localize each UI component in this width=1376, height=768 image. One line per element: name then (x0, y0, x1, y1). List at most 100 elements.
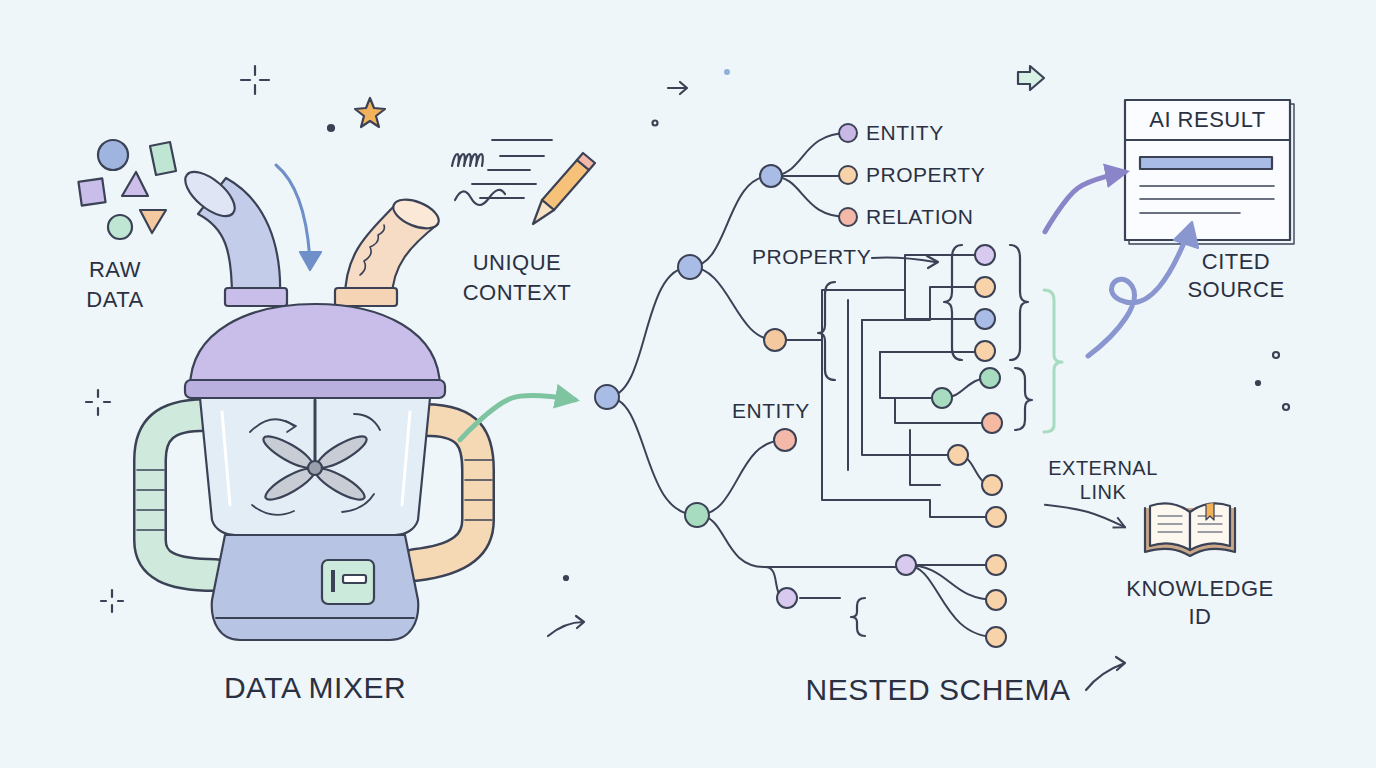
book-page (1190, 504, 1230, 550)
knowledge-book: KNOWLEDGE ID (1125, 495, 1275, 635)
tree-point (777, 588, 797, 608)
bracket (944, 245, 962, 360)
sparkle (241, 66, 269, 94)
blender-lid (190, 304, 440, 388)
base-band (216, 617, 414, 619)
outline-arrow (1018, 66, 1044, 90)
result-header-line (1125, 139, 1290, 141)
tree-point (982, 475, 1002, 495)
tree-point (975, 341, 995, 361)
lid-rim (185, 380, 445, 398)
tree-point (948, 445, 968, 465)
small-arrow (548, 616, 584, 636)
funnel-collar (225, 288, 287, 306)
funnel-squiggle (360, 225, 384, 275)
tree-point (982, 413, 1002, 433)
tree-point (986, 507, 1006, 527)
sparkle (86, 390, 110, 415)
sparkle (101, 590, 123, 612)
tree-branch (880, 290, 985, 352)
node-title: NESTED SCHEMA (778, 672, 1098, 708)
raw-data-shape (98, 140, 128, 170)
raw-data-shape (122, 172, 148, 196)
star (355, 98, 385, 127)
swirl (250, 414, 380, 515)
bracket (1015, 368, 1032, 430)
tree-point (839, 166, 857, 184)
tree-branch (800, 597, 840, 599)
property-arrow-head (927, 256, 938, 268)
raw-data-shape (78, 178, 105, 205)
tree-point (975, 245, 995, 265)
blade-shaft (314, 400, 317, 468)
control-switch (331, 570, 335, 592)
tree-branch (906, 565, 996, 637)
blender-jar (200, 398, 430, 535)
tree-branch (771, 176, 848, 217)
dot (724, 69, 730, 75)
dot (1283, 404, 1289, 410)
tree-point (595, 385, 619, 409)
tree-point (975, 277, 995, 297)
edge-label: EXTERNAL LINK (1041, 456, 1165, 504)
tree-branch (862, 287, 985, 320)
tree-branch (607, 267, 690, 397)
tree-point (764, 329, 786, 351)
blade-hub (308, 461, 322, 475)
pencil-eraser (577, 153, 595, 170)
funnel-mouth (178, 164, 242, 224)
dot (564, 576, 568, 580)
bracket (1044, 290, 1062, 432)
result-box: AI RESULT (1125, 100, 1290, 240)
pour-arrow (276, 165, 310, 262)
raw-data-shape (150, 142, 176, 175)
dot (1273, 352, 1279, 358)
handle-ridges (137, 470, 164, 530)
control-display (343, 575, 366, 583)
schema-term: RELATION (866, 204, 1006, 230)
book-ribbon (1206, 503, 1214, 520)
tree-point (839, 208, 857, 226)
sketch-layer (78, 66, 1294, 690)
dot (1256, 381, 1260, 385)
tree-branch (847, 300, 849, 470)
flow-arrow (460, 396, 575, 440)
cited-source-arrow (1088, 238, 1186, 356)
signature-scribble (455, 190, 505, 205)
result-bar (1140, 157, 1272, 169)
small-arrow (668, 82, 687, 94)
result-lines (1140, 186, 1274, 213)
node-title: AI RESULT (1125, 100, 1290, 140)
tree-point (774, 429, 796, 451)
schema-term: PROPERTY (866, 162, 1006, 188)
tree-point (986, 590, 1006, 610)
mixer-illustration: DATA MIXER (140, 140, 460, 710)
tree-point (975, 309, 995, 329)
raw-data-shape (140, 210, 166, 233)
control-panel (322, 560, 374, 604)
schema-term: PROPERTY (752, 244, 872, 270)
link-arrow (1045, 505, 1125, 527)
pencil-body (542, 160, 589, 210)
flow-arrow (1045, 172, 1125, 232)
dot (328, 125, 334, 131)
scribble-lines (472, 140, 552, 198)
funnel-collar (335, 288, 397, 306)
small-arrow (1086, 657, 1125, 690)
pencil-tip (533, 200, 554, 224)
funnel-mouth (389, 194, 442, 234)
raw-data-shape (108, 215, 132, 239)
tree-point (986, 627, 1006, 647)
source-label: CITED SOURCE (1170, 248, 1302, 304)
input-label: RAW DATA (72, 255, 158, 315)
tree-point (980, 368, 1000, 388)
handle-ridges (465, 460, 492, 520)
swirl-head (286, 421, 296, 432)
tree-point (685, 503, 709, 527)
node-title: DATA MIXER (165, 670, 465, 706)
tree-branch (771, 133, 848, 176)
schema-points (595, 124, 1006, 647)
bracket (818, 282, 835, 380)
